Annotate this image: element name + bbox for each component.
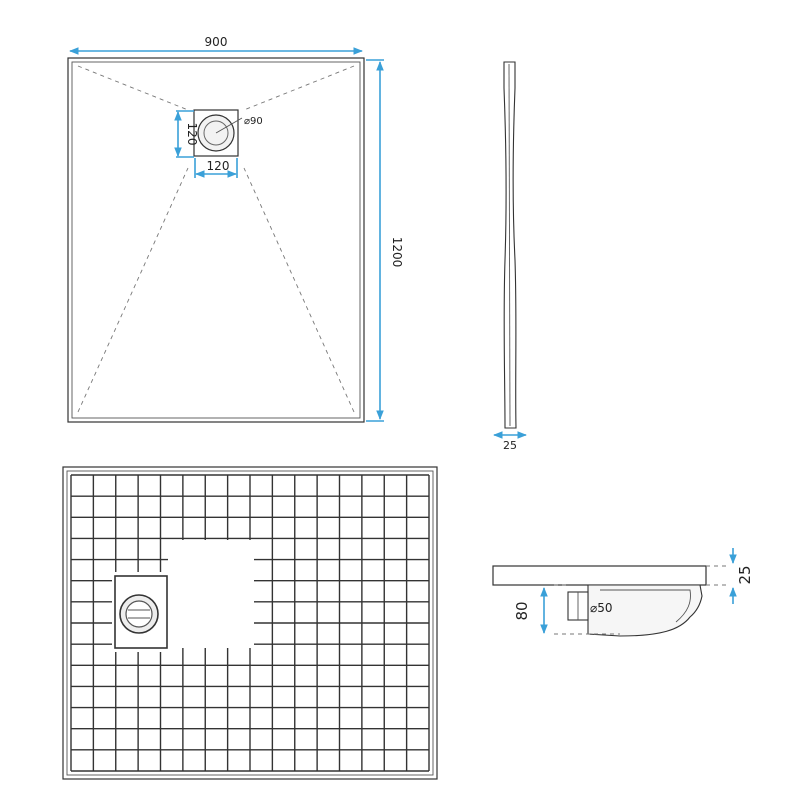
slope-lines bbox=[77, 65, 355, 413]
side-profile-view: 25 bbox=[493, 61, 527, 452]
drain-width-label: 120 bbox=[207, 159, 230, 173]
grid-open-area bbox=[168, 540, 254, 648]
drain-outlet-inner bbox=[125, 600, 153, 628]
drain-height-dimension: 120 bbox=[174, 110, 199, 158]
drain: ⌀90 bbox=[193, 109, 263, 157]
drain-height-label: 120 bbox=[185, 123, 199, 146]
drain-depth-dimension: 80 bbox=[513, 587, 548, 634]
length-label: 1200 bbox=[390, 237, 404, 268]
width-dimension: 900 bbox=[69, 35, 363, 55]
section-height-label: 25 bbox=[736, 565, 754, 584]
section-height-dimension: 25 bbox=[729, 548, 754, 604]
width-label: 900 bbox=[205, 35, 228, 49]
top-view: ⌀90 900 1200 120 120 bbox=[67, 35, 404, 423]
drain-body bbox=[587, 584, 703, 637]
tray-outline bbox=[67, 57, 365, 423]
length-dimension: 1200 bbox=[366, 59, 404, 422]
thickness-dimension: 25 bbox=[493, 431, 527, 452]
drain-box bbox=[193, 109, 239, 157]
drain-diameter-label: ⌀90 bbox=[244, 116, 263, 127]
drain-depth-label: 80 bbox=[513, 601, 531, 620]
tray-section bbox=[492, 565, 707, 586]
thickness-label: 25 bbox=[503, 439, 517, 452]
tray-profile bbox=[503, 61, 517, 429]
bottom-view bbox=[62, 466, 438, 780]
tray-inner-edge bbox=[71, 61, 361, 419]
outlet-diameter-label: ⌀50 bbox=[590, 601, 613, 615]
bottom-outline bbox=[62, 466, 438, 780]
drain-inner-circle bbox=[203, 120, 229, 146]
section-view: ⌀50 80 25 bbox=[492, 548, 754, 637]
drain-width-dimension: 120 bbox=[194, 158, 238, 178]
